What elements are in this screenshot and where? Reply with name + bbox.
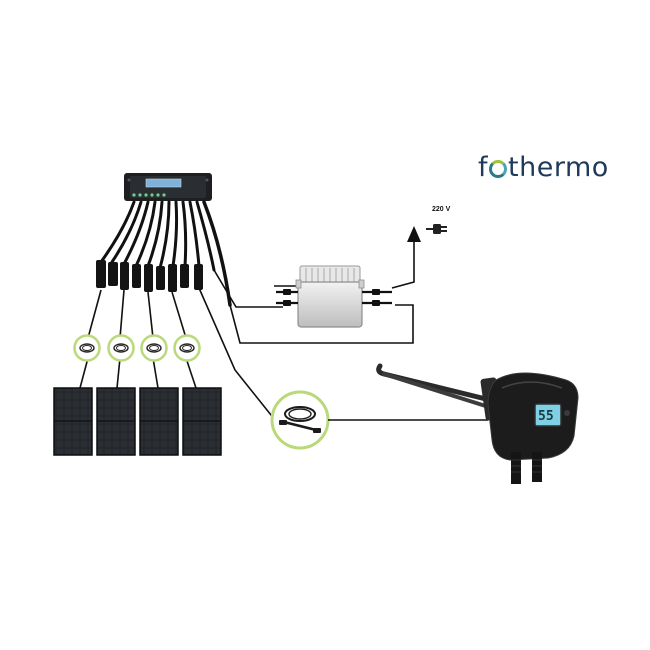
logo-ring-icon — [489, 160, 508, 178]
immersion-heater-icon: 55 — [376, 363, 579, 484]
ac-arrow-icon — [407, 226, 421, 242]
solar-panel-icon — [53, 387, 93, 456]
panel-cable-coils — [73, 334, 201, 362]
solar-panel-icon — [139, 387, 179, 456]
cable-fan — [99, 200, 232, 307]
extension-lead-line — [198, 287, 276, 421]
power-plug-icon — [426, 224, 447, 234]
cable-coil-icon — [107, 334, 135, 362]
cable-coil-icon — [173, 334, 201, 362]
panel-lead-lines — [79, 289, 197, 389]
solar-panel-icon — [182, 387, 222, 456]
heater-rods — [376, 363, 494, 410]
cable-coil-icon — [140, 334, 168, 362]
microinverter-icon — [276, 265, 392, 328]
controller-box-icon — [124, 173, 212, 201]
logo-text-thermo: thermo — [508, 152, 609, 183]
power-voltage-label: 220 V — [432, 206, 451, 213]
ac-output-line — [391, 226, 421, 289]
inverter-feed-lines — [213, 269, 414, 344]
connector-row — [96, 260, 203, 292]
logo-text-f: f — [478, 152, 489, 183]
heater-temperature-readout: 55 — [538, 409, 554, 424]
solar-panels — [53, 387, 222, 456]
extension-cable-icon — [270, 390, 330, 450]
cable-coil-icon — [73, 334, 101, 362]
solar-panel-icon — [96, 387, 136, 456]
